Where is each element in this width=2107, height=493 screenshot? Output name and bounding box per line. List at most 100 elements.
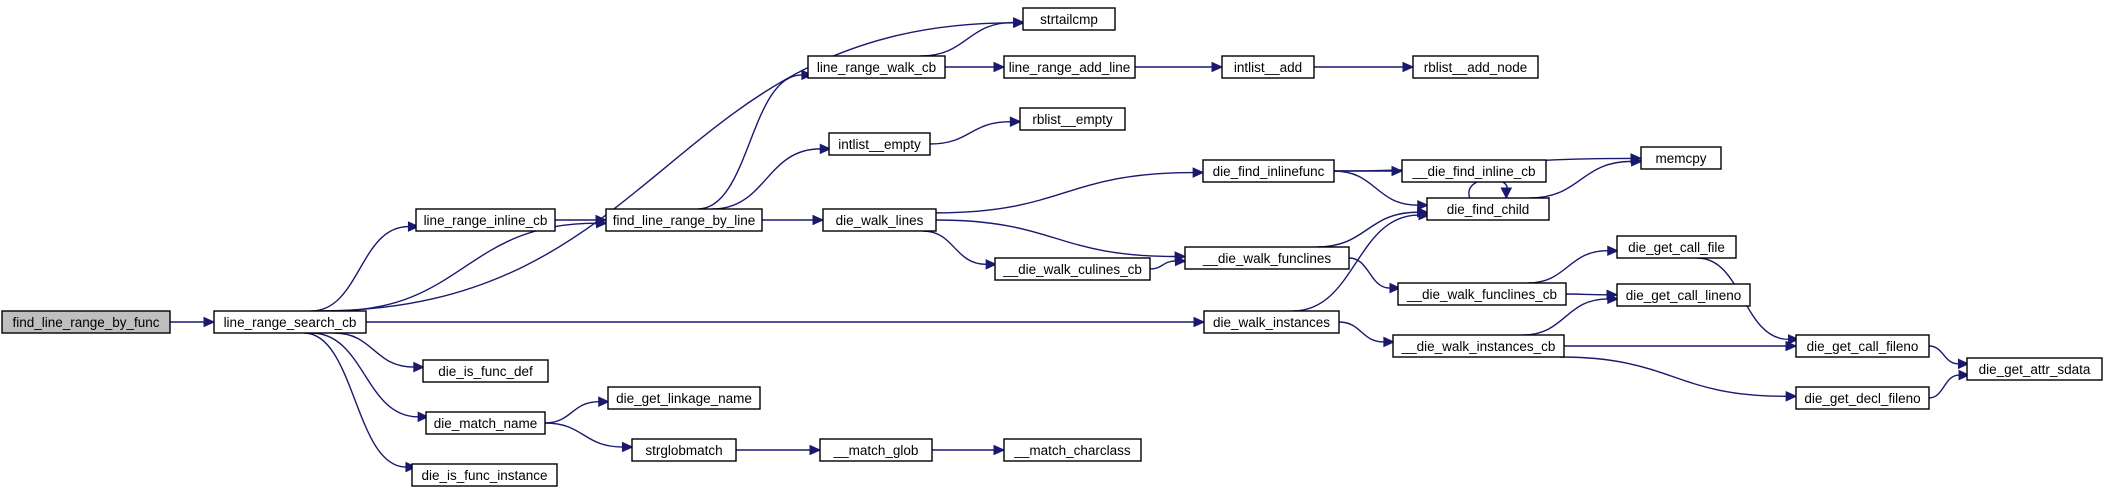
edge-die_match_name-to-strglobmatch xyxy=(544,422,634,453)
edge-strglobmatch-to-__match_glob xyxy=(735,444,822,456)
node-label: intlist__empty xyxy=(838,137,921,152)
node-__match_charclass[interactable]: __match_charclass xyxy=(1003,438,1142,462)
edge-__die_walk_funclines-to-__die_walk_funclines_cb xyxy=(1348,257,1402,294)
node-box xyxy=(425,411,546,435)
node-label: die_find_child xyxy=(1447,202,1530,217)
node-label: die_match_name xyxy=(434,416,538,431)
node-label: __die_walk_instances_cb xyxy=(1401,339,1556,354)
node-die_find_inlinefunc[interactable]: die_find_inlinefunc xyxy=(1202,159,1335,183)
node-label: __match_glob xyxy=(833,443,919,458)
node-box xyxy=(1397,282,1567,306)
node-strtailcmp[interactable]: strtailcmp xyxy=(1022,7,1116,31)
node-find_line_range_by_func[interactable]: find_line_range_by_func xyxy=(1,310,171,334)
node-box xyxy=(1412,55,1539,79)
node-label: __match_charclass xyxy=(1013,443,1131,458)
edge-die_get_decl_fileno-to-die_get_attr_sdata xyxy=(1928,369,1971,399)
node-label: __die_walk_funclines_cb xyxy=(1406,287,1557,302)
node-box xyxy=(607,386,761,410)
node-box xyxy=(1966,357,2103,381)
node-die_find_child[interactable]: die_find_child xyxy=(1426,197,1550,221)
edge-intlist__empty-to-rblist__empty xyxy=(929,116,1022,145)
nodes-layer: find_line_range_by_func line_range_search… xyxy=(1,7,2103,487)
edge-__die_walk_funclines_cb-to-die_get_call_file xyxy=(1527,245,1619,284)
edge-find_line_range_by_line-to-line_range_walk_cb xyxy=(697,69,814,210)
node-label: die_get_call_file xyxy=(1628,240,1725,255)
edge-die_walk_instances-to-__die_walk_instances_cb xyxy=(1338,321,1396,348)
node-box xyxy=(1640,146,1722,170)
node-box xyxy=(807,55,946,79)
node-__die_walk_funclines[interactable]: __die_walk_funclines xyxy=(1184,246,1350,270)
edge-__die_walk_instances_cb-to-die_get_call_fileno xyxy=(1564,340,1798,352)
edge-line_range_search_cb-to-die_is_func_instance xyxy=(303,332,418,473)
node-die_get_linkage_name[interactable]: die_get_linkage_name xyxy=(607,386,761,410)
node-die_walk_lines[interactable]: die_walk_lines xyxy=(822,208,937,232)
node-label: __die_walk_culines_cb xyxy=(1002,262,1142,277)
node-label: line_range_walk_cb xyxy=(817,60,936,75)
node-box xyxy=(1401,159,1547,183)
edge-line_range_search_cb-to-die_walk_instances xyxy=(366,316,1206,328)
node-label: die_is_func_def xyxy=(438,364,533,379)
node-strglobmatch[interactable]: strglobmatch xyxy=(631,438,737,462)
node-label: die_walk_instances xyxy=(1213,315,1330,330)
node-label: memcpy xyxy=(1655,151,1706,166)
node-box xyxy=(411,463,558,487)
node-rblist__empty[interactable]: rblist__empty xyxy=(1019,107,1126,131)
edge-line_range_inline_cb-to-find_line_range_by_line xyxy=(555,214,608,226)
node-box xyxy=(1003,55,1136,79)
node-die_match_name[interactable]: die_match_name xyxy=(425,411,546,435)
edge-die_walk_lines-to-__die_walk_culines_cb xyxy=(922,230,998,270)
edge-die_walk_instances-to-die_find_child xyxy=(1292,209,1431,312)
node-die_get_call_file[interactable]: die_get_call_file xyxy=(1616,235,1737,259)
edge-find_line_range_by_func-to-line_range_search_cb xyxy=(170,316,216,328)
node-box xyxy=(1426,197,1550,221)
node-label: find_line_range_by_func xyxy=(12,315,159,330)
node-__die_find_inline_cb[interactable]: __die_find_inline_cb xyxy=(1401,159,1547,183)
node-label: line_range_inline_cb xyxy=(424,213,548,228)
edge-die_walk_lines-to-die_find_inlinefunc xyxy=(935,167,1205,214)
node-label: die_get_attr_sdata xyxy=(1979,362,2091,377)
node-line_range_inline_cb[interactable]: line_range_inline_cb xyxy=(415,208,556,232)
node-label: __die_find_inline_cb xyxy=(1411,164,1535,179)
node-label: strglobmatch xyxy=(645,443,722,458)
node-die_is_func_instance[interactable]: die_is_func_instance xyxy=(411,463,558,487)
edge-line_range_search_cb-to-die_match_name xyxy=(311,332,430,423)
node-memcpy[interactable]: memcpy xyxy=(1640,146,1722,170)
node-rblist__add_node[interactable]: rblist__add_node xyxy=(1412,55,1539,79)
node-box xyxy=(994,257,1151,281)
node-intlist__add[interactable]: intlist__add xyxy=(1221,55,1315,79)
node-intlist__empty[interactable]: intlist__empty xyxy=(828,132,931,156)
node-line_range_add_line[interactable]: line_range_add_line xyxy=(1003,55,1136,79)
node-box xyxy=(1022,7,1116,31)
node-box xyxy=(819,438,933,462)
edge-die_get_call_fileno-to-die_get_attr_sdata xyxy=(1928,345,1970,370)
node-label: rblist__add_node xyxy=(1424,60,1528,75)
node-die_walk_instances[interactable]: die_walk_instances xyxy=(1203,310,1340,334)
node-find_line_range_by_line[interactable]: find_line_range_by_line xyxy=(605,208,763,232)
node-__match_glob[interactable]: __match_glob xyxy=(819,438,933,462)
node-box xyxy=(828,132,931,156)
node-box xyxy=(1616,283,1751,307)
node-die_is_func_def[interactable]: die_is_func_def xyxy=(422,359,549,383)
node-__die_walk_culines_cb[interactable]: __die_walk_culines_cb xyxy=(994,257,1151,281)
node-die_get_call_fileno[interactable]: die_get_call_fileno xyxy=(1795,334,1930,358)
node-__die_walk_instances_cb[interactable]: __die_walk_instances_cb xyxy=(1392,334,1565,358)
node-die_get_decl_fileno[interactable]: die_get_decl_fileno xyxy=(1795,386,1930,410)
node-box xyxy=(1202,159,1335,183)
node-label: strtailcmp xyxy=(1040,12,1098,27)
node-__die_walk_funclines_cb[interactable]: __die_walk_funclines_cb xyxy=(1397,282,1567,306)
node-label: find_line_range_by_line xyxy=(613,213,756,228)
edge-line_range_walk_cb-to-line_range_add_line xyxy=(945,61,1006,73)
node-line_range_search_cb[interactable]: line_range_search_cb xyxy=(213,310,367,334)
edge-__die_walk_instances_cb-to-die_get_decl_fileno xyxy=(1559,356,1798,402)
node-box xyxy=(822,208,937,232)
edge-__die_walk_instances_cb-to-die_get_call_lineno xyxy=(1522,293,1620,336)
node-die_get_call_lineno[interactable]: die_get_call_lineno xyxy=(1616,283,1751,307)
edge-die_find_inlinefunc-to-__die_find_inline_cb xyxy=(1333,165,1404,177)
edge-intlist__add-to-rblist__add_node xyxy=(1314,61,1415,73)
node-box xyxy=(1795,386,1930,410)
node-die_get_attr_sdata[interactable]: die_get_attr_sdata xyxy=(1966,357,2103,381)
node-box xyxy=(1392,334,1565,358)
node-line_range_walk_cb[interactable]: line_range_walk_cb xyxy=(807,55,946,79)
edges-layer xyxy=(170,17,1971,473)
node-box xyxy=(213,310,367,334)
